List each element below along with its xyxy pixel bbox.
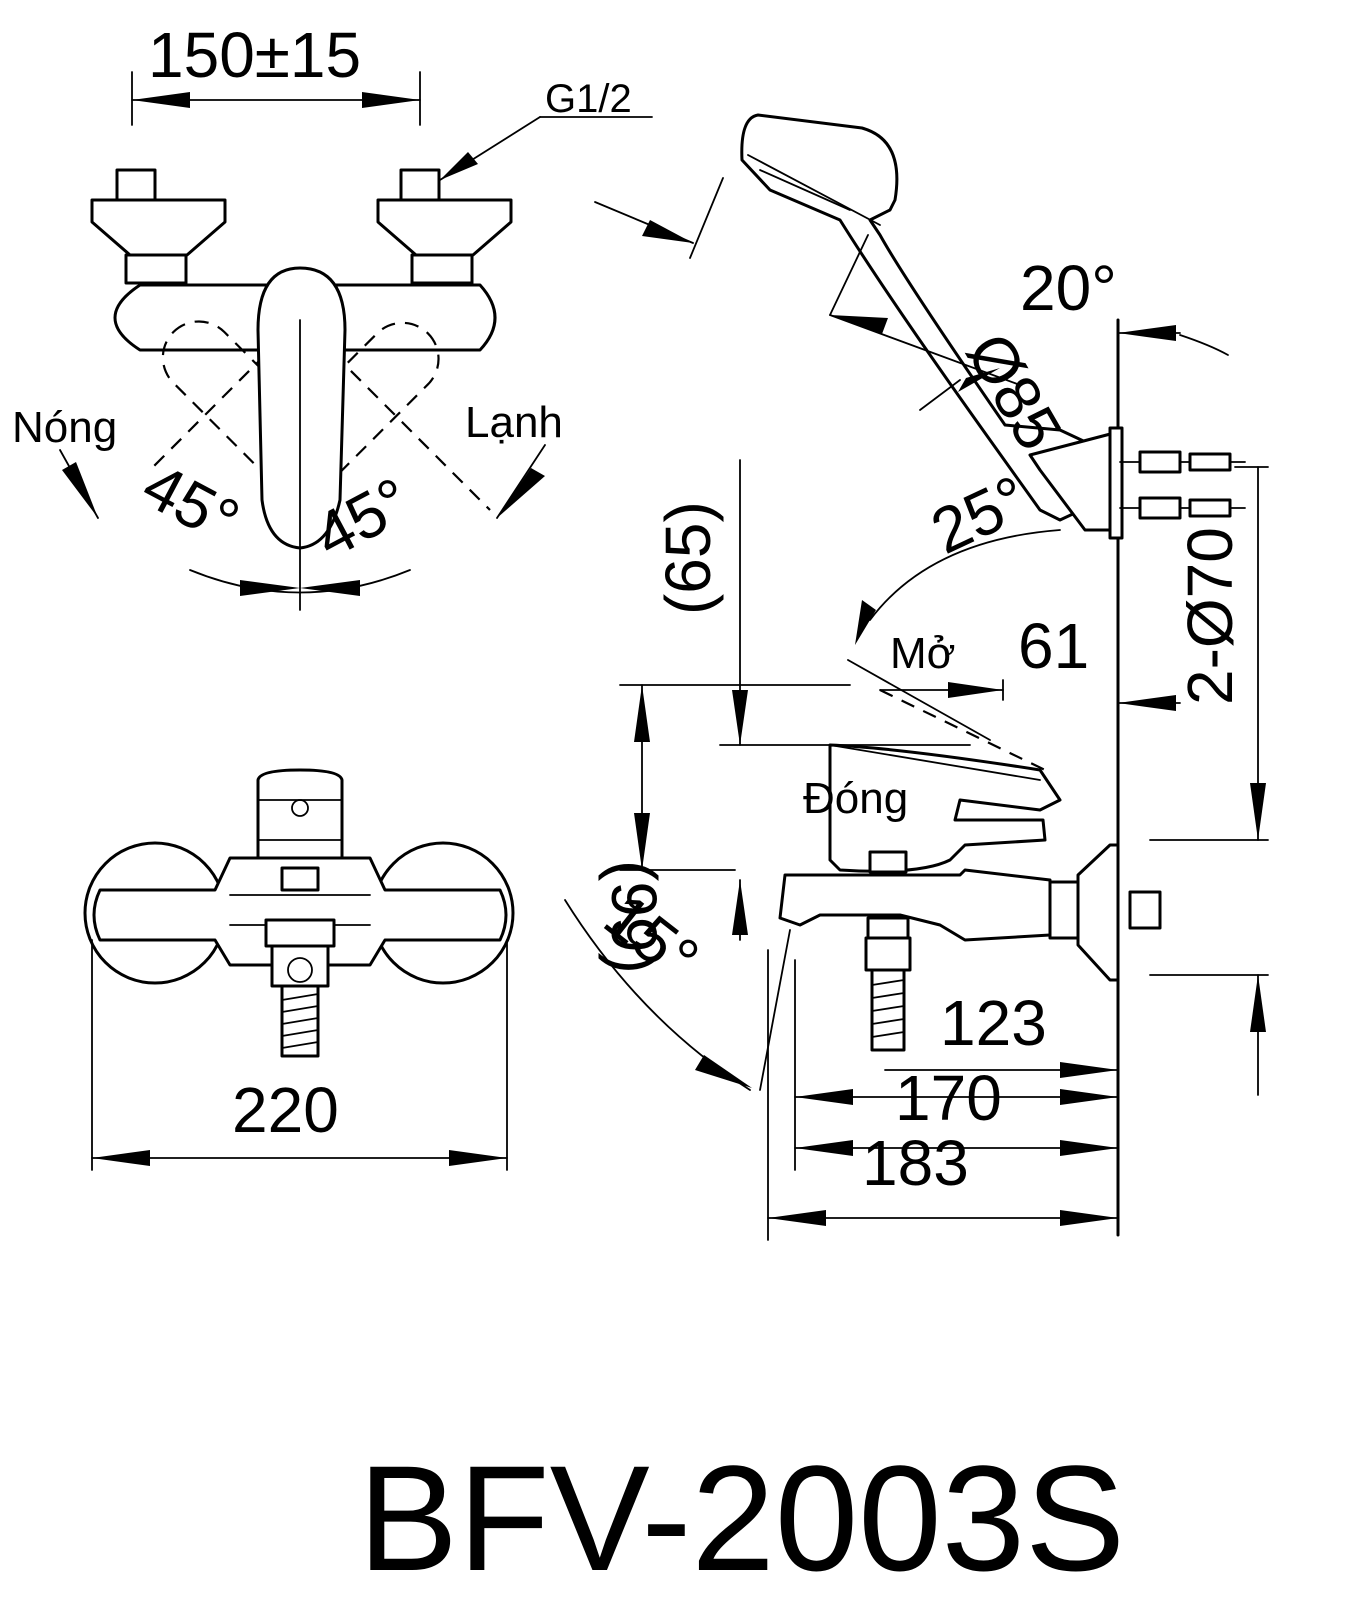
top-view: 150±15 G1/2 (12, 19, 653, 611)
cold-label: Lạnh (465, 398, 563, 447)
thread-size-label: G1/2 (545, 77, 632, 121)
open-label: Mở (890, 629, 956, 678)
dim-183: 183 (862, 1127, 969, 1199)
front-view: 220 (83, 768, 515, 1171)
spacing-dimension: 150±15 (148, 19, 361, 91)
closed-label: Đóng (803, 774, 908, 823)
dim-61: 61 (1018, 610, 1089, 682)
dim-170: 170 (895, 1062, 1002, 1134)
width-dimension: 220 (232, 1074, 339, 1146)
side-view: 20° Ø85 25° (65) (99) 15° Mở Đóng (564, 113, 1269, 1241)
dim-123: 123 (940, 987, 1047, 1059)
bracket-height-dimension: (65) (652, 501, 724, 615)
left-angle-dimension: 45° (131, 449, 250, 558)
model-number: BFV-2003S (358, 1434, 1125, 1599)
flange-diameter-dimension: 2-Ø70 (1174, 527, 1246, 705)
hot-label: Nóng (12, 403, 117, 452)
handle-height-dimension: (99) (598, 860, 670, 974)
showerhead-angle: 20° (1020, 252, 1117, 324)
anchor-bolts (1119, 450, 1246, 520)
